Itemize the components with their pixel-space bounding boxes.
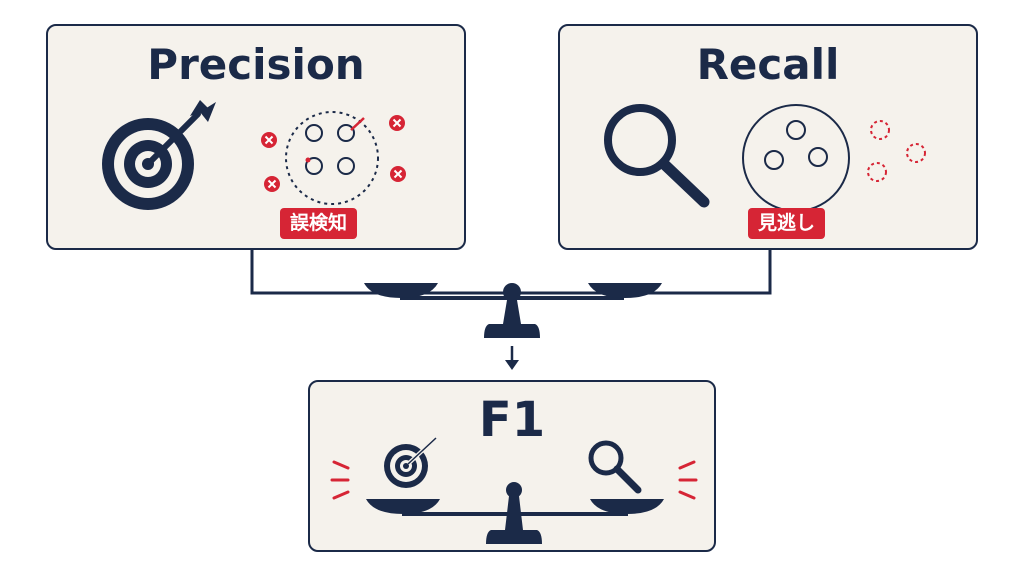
false-positive-x-icons [261, 115, 406, 192]
f1-illustration [330, 436, 698, 544]
found-cluster [742, 104, 850, 212]
precision-panel: Precision [46, 24, 466, 250]
f1-panel: F1 [308, 380, 716, 552]
recall-title: Recall [696, 40, 840, 89]
scale-pan-left [366, 499, 440, 514]
prediction-cluster [285, 111, 379, 205]
scale-stand [486, 496, 542, 544]
precision-illustration [102, 100, 406, 210]
x-mark-icon [389, 115, 405, 131]
scale-pivot [506, 482, 522, 498]
balance-scale-bottom [366, 482, 664, 544]
precision-title: Precision [147, 40, 365, 89]
false-positive-tag: 誤検知 [280, 208, 358, 239]
missed-tag: 見逃し [748, 208, 826, 239]
target-arrow-icon [384, 436, 438, 488]
missed-items [867, 120, 926, 182]
magnifier-icon [604, 104, 710, 208]
magnifier-icon [588, 440, 642, 494]
x-mark-icon [390, 166, 406, 182]
x-mark-icon [264, 176, 280, 192]
scale-pivot [503, 283, 521, 301]
recall-panel: Recall 見逃し [558, 24, 978, 250]
target-arrow-icon [102, 100, 216, 210]
scale-pan-right [588, 283, 662, 298]
balance-scale-top [364, 283, 662, 370]
scale-pan-left [364, 283, 438, 298]
emphasis-marks-right [678, 460, 698, 500]
x-mark-icon [261, 132, 277, 148]
scale-pan-right [590, 499, 664, 514]
down-arrow-head [505, 360, 519, 370]
f1-title: F1 [478, 392, 546, 448]
emphasis-marks-left [330, 460, 350, 500]
scale-stand [484, 300, 540, 338]
recall-connector [512, 250, 772, 295]
